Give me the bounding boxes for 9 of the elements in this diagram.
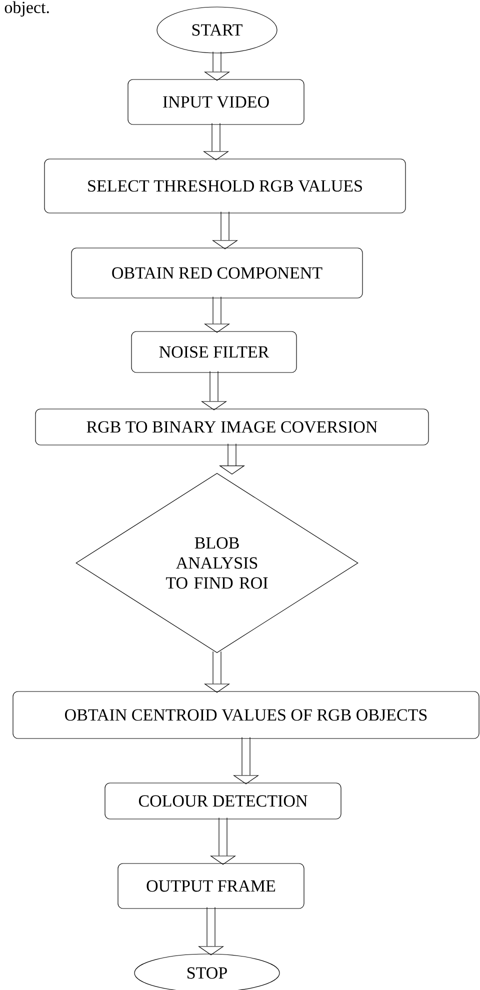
process-box: INPUT VIDEO (128, 79, 304, 125)
process-box: COLOUR DETECTION (104, 782, 342, 820)
process-box: OBTAIN RED COMPONENT (71, 248, 363, 298)
process-box: OBTAIN CENTROID VALUES OF RGB OBJECTS (12, 691, 480, 739)
process-box: OUTPUT FRAME (118, 863, 304, 909)
process-box: SELECT THRESHOLD RGB VALUES (44, 158, 406, 214)
note-text: object. (4, 1, 49, 17)
process-box: RGB TO BINARY IMAGE COVERSION (35, 408, 429, 446)
process-box: NOISE FILTER (131, 331, 297, 373)
